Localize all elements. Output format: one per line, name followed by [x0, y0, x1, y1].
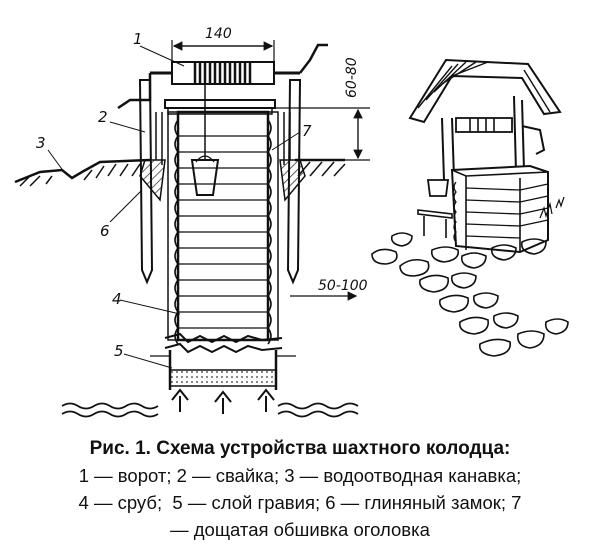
label-cladding: 7 — [302, 122, 312, 140]
label-drainage-groove: 3 — [36, 134, 46, 152]
clay-lock-right — [279, 159, 306, 202]
plank-cladding — [155, 112, 291, 165]
log-shaft — [176, 110, 270, 342]
well-diagram: 140 60-80 50-100 1 2 3 7 4 5 6 — [14, 26, 569, 418]
caption-title: Рис. 1. Схема устройства шахтного колодц… — [89, 438, 511, 459]
label-log-shaft: 4 — [112, 290, 122, 308]
water-waves-right — [277, 402, 359, 418]
windlass-drum — [171, 61, 275, 85]
well-head — [450, 164, 549, 254]
well-perspective-view — [371, 58, 569, 357]
water-waves-left — [61, 402, 159, 418]
crank-left — [117, 73, 152, 110]
bucket — [190, 159, 220, 196]
label-clay-lock: 6 — [100, 222, 110, 240]
figure-caption: Рис. 1. Схема устройства шахтного колодц… — [0, 436, 600, 543]
crank-right — [299, 43, 328, 74]
ground-line-left — [14, 158, 151, 184]
pile-right — [286, 79, 302, 285]
water-arrow-center — [214, 390, 232, 414]
crank-right-view — [521, 125, 546, 155]
label-gravel: 5 — [114, 342, 124, 360]
label-windlass: 1 — [133, 30, 143, 48]
clay-lock-left — [139, 159, 166, 202]
gravel-layer — [169, 369, 277, 387]
dimension-width: 140 — [205, 26, 232, 42]
caption-legend-line-1: 1 — ворот; 2 — свайка; 3 — водоотводная … — [78, 465, 522, 486]
dimension-distance: 50-100 — [318, 278, 368, 294]
water-arrow-right — [257, 388, 275, 412]
well-cross-section — [14, 40, 370, 418]
water-arrow-left — [171, 388, 189, 412]
dimension-height: 60-80 — [344, 57, 360, 98]
pile-left — [138, 79, 154, 285]
caption-legend-line-3: — дощатая обшивка оголовка — [170, 519, 430, 540]
stone-path — [371, 232, 569, 357]
label-pile: 2 — [98, 108, 108, 126]
caption-legend-line-2: 4 — сруб; 5 — слой гравия; 6 — глиняный … — [78, 492, 522, 513]
